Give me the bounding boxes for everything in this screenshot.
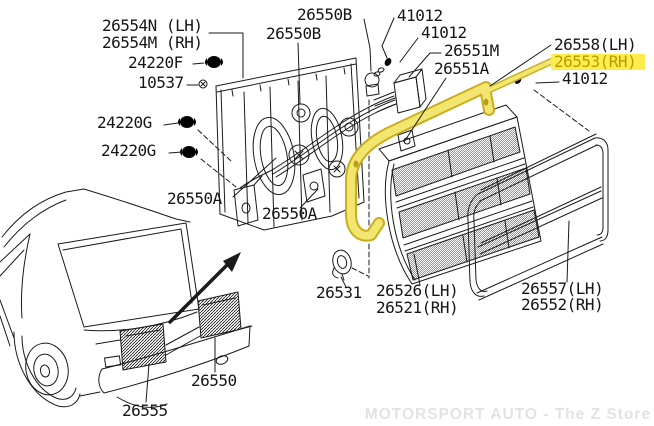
car-roofline [1, 188, 85, 238]
gasket-leader [487, 59, 554, 92]
screw-41012-icon [383, 56, 402, 73]
clip-24220f-icon [205, 52, 224, 72]
part-label-24220f: 24220F [128, 53, 183, 72]
clip-24220g-icon [178, 112, 197, 132]
housing-top-rail [215, 57, 357, 93]
part-label-24220g-b: 24220G [101, 141, 156, 160]
lens-front-face [384, 116, 542, 285]
clip-24220g-icon-2 [180, 142, 199, 162]
part-label-26554m-rh: 26554M (RH) [102, 33, 202, 52]
part-label-26526-lh: 26526(LH) [376, 281, 458, 300]
highlight-26553-background [551, 54, 645, 70]
part-label-26558-lh: 26558(LH) [554, 35, 636, 54]
part-label-26550b-top: 26550B [297, 5, 352, 24]
gasket-26553-highlight [345, 57, 556, 242]
part-label-26552-rh: 26552(RH) [521, 295, 603, 314]
bracket-26550a-center [302, 168, 326, 203]
part-label-26550: 26550 [191, 371, 237, 390]
callout-arrow-head [223, 252, 241, 272]
callout-arrow-shaft [168, 262, 230, 324]
part-label-26550a-center: 26550A [262, 204, 318, 223]
part-label-26550b-left: 26550B [266, 24, 321, 43]
bulb-icon [288, 72, 380, 178]
part-label-26531: 26531 [316, 283, 362, 302]
part-label-26553-rh-highlighted: 26553(RH) [554, 52, 636, 71]
watermark-text: MOTORSPORT AUTO - The Z Store [365, 406, 651, 423]
alignment-guides [197, 89, 590, 279]
small-parts [178, 52, 532, 281]
part-label-41012-mid: 41012 [421, 23, 467, 42]
gasket-hole-2 [353, 160, 359, 168]
car-wheel-arch [13, 331, 81, 408]
part-label-26551a: 26551A [434, 59, 490, 78]
frame-top-rail [477, 133, 598, 202]
outer-finisher-frame [467, 133, 609, 301]
housing-reflector-opening [252, 116, 296, 196]
car-tail-light-left [119, 323, 167, 371]
bracket-26550a-left [233, 175, 263, 227]
part-label-41012-right: 41012 [562, 69, 608, 88]
wiring-harness [239, 95, 395, 189]
frame-bottom-rail [476, 236, 604, 301]
part-label-26551m: 26551M [444, 41, 499, 60]
part-label-24220g-a: 24220G [97, 113, 152, 132]
grommet-26531-icon [332, 249, 352, 281]
leader-lines [145, 17, 570, 403]
gasket-hole [483, 98, 489, 106]
connector-26551m-icon [373, 68, 427, 114]
screw-10537-icon [198, 79, 208, 89]
part-label-26521-rh: 26521(RH) [376, 298, 458, 317]
frame-middle-rail [477, 186, 603, 255]
car-illustration [0, 188, 253, 408]
part-label-10537: 10537 [138, 73, 184, 92]
part-label-41012-top: 41012 [397, 6, 443, 25]
housing-reflector-opening-2 [310, 107, 344, 171]
part-label-26557-lh: 26557(LH) [521, 279, 603, 298]
part-labels: 26554N (LH) 26554M (RH) 24220F 10537 265… [97, 5, 645, 420]
part-label-26554n-lh: 26554N (LH) [102, 16, 202, 35]
part-label-26555: 26555 [122, 401, 168, 420]
part-label-26550a-left: 26550A [167, 189, 223, 208]
car-wheel [25, 342, 69, 396]
